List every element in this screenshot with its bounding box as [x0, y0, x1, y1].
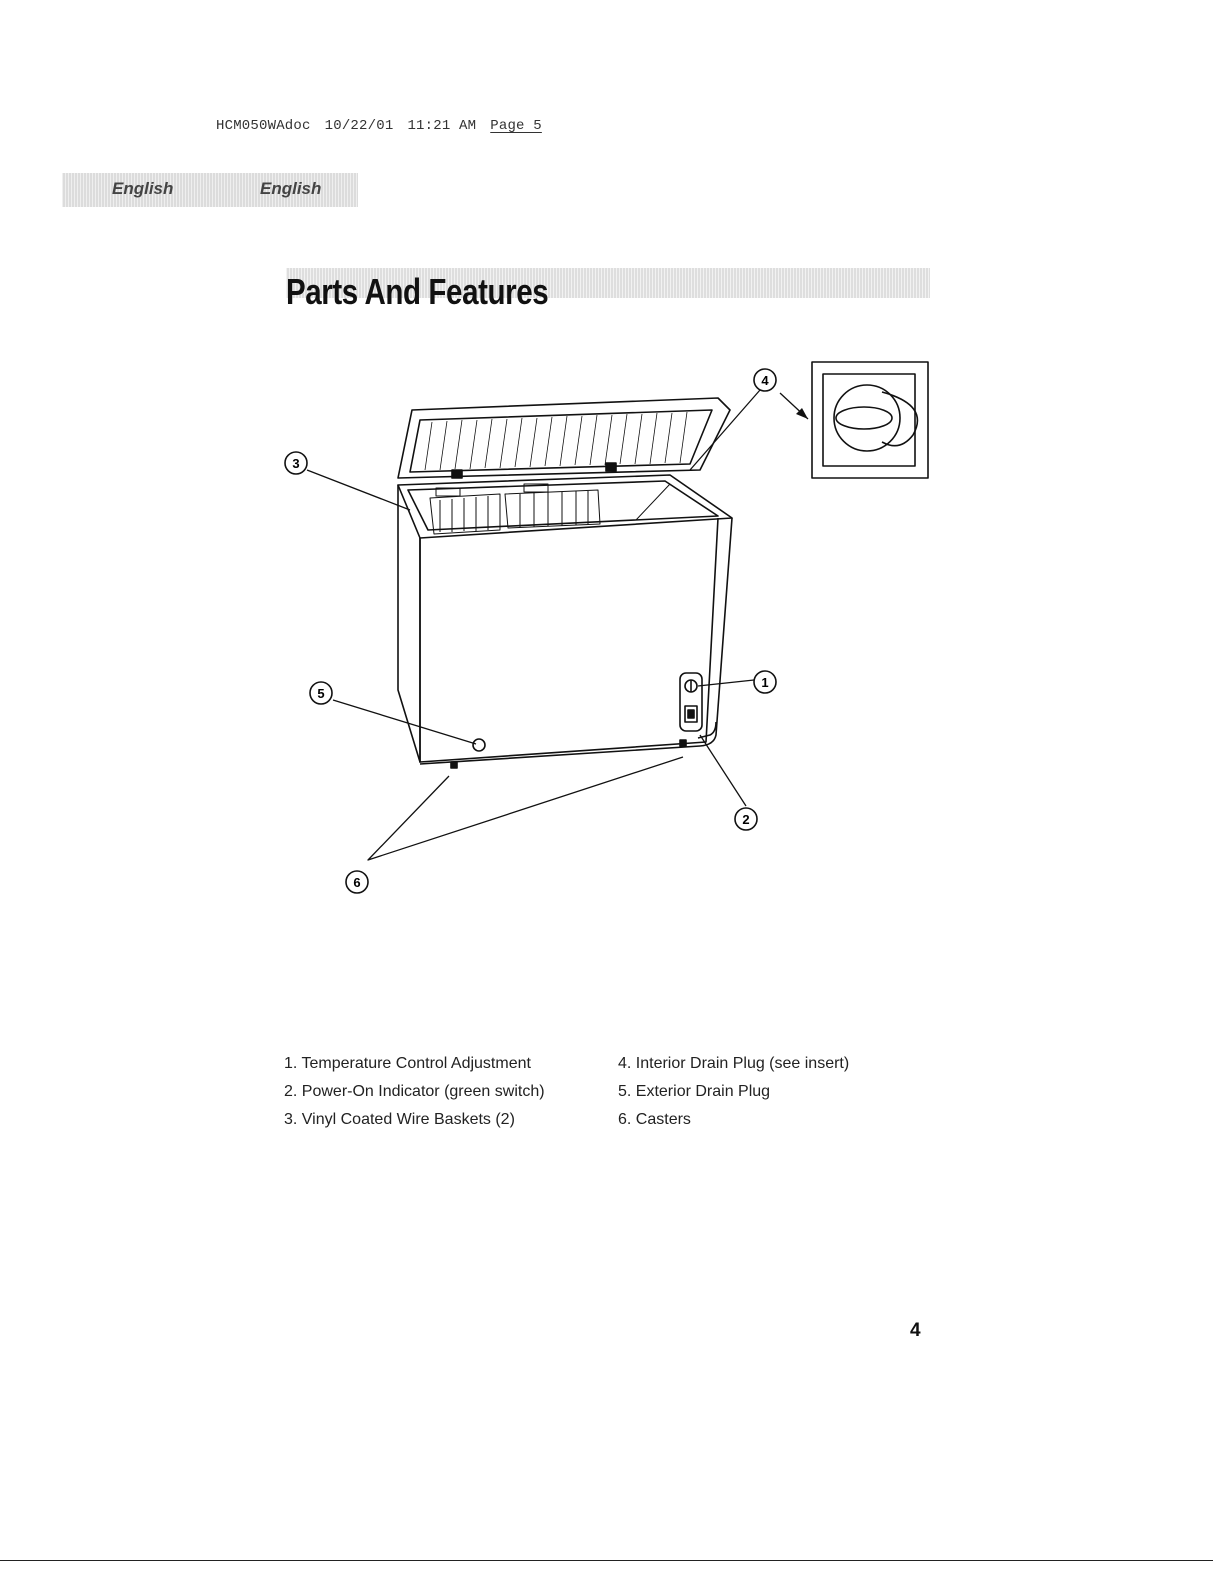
- legend-left: 1. Temperature Control Adjustment 2. Pow…: [284, 1050, 545, 1134]
- legend-item-5: 5. Exterior Drain Plug: [618, 1078, 849, 1106]
- callout-1-number: 1: [761, 675, 768, 690]
- exterior-drain-plug: [473, 739, 485, 751]
- legend-item-1: 1. Temperature Control Adjustment: [284, 1050, 545, 1078]
- legend-item-6: 6. Casters: [618, 1106, 849, 1134]
- callout-1: 1: [754, 671, 776, 693]
- freezer-diagram: 3 4 1 2 5 6: [0, 0, 1213, 1000]
- legend-item-3: 3. Vinyl Coated Wire Baskets (2): [284, 1106, 545, 1134]
- callout-3-number: 3: [292, 456, 299, 471]
- callout-5-number: 5: [317, 686, 324, 701]
- page-number: 4: [910, 1320, 921, 1342]
- callout-4: 4: [754, 369, 776, 391]
- drain-plug-inset: [812, 362, 928, 478]
- callout-2: 2: [735, 808, 757, 830]
- legend-right: 4. Interior Drain Plug (see insert) 5. E…: [618, 1050, 849, 1134]
- legend-item-2: 2. Power-On Indicator (green switch): [284, 1078, 545, 1106]
- control-panel: [680, 673, 702, 731]
- freezer-cabinet: [398, 475, 732, 768]
- callout-5: 5: [310, 682, 332, 704]
- callout-6-number: 6: [353, 875, 360, 890]
- legend-item-4: 4. Interior Drain Plug (see insert): [618, 1050, 849, 1078]
- caster-rear: [680, 740, 686, 746]
- callout-6: 6: [346, 871, 368, 893]
- caster-front: [451, 762, 457, 768]
- bottom-rule: [0, 1560, 1213, 1561]
- callout-3: 3: [285, 452, 307, 474]
- callout-4-number: 4: [761, 373, 769, 388]
- callout-2-number: 2: [742, 812, 749, 827]
- freezer-lid: [398, 398, 730, 478]
